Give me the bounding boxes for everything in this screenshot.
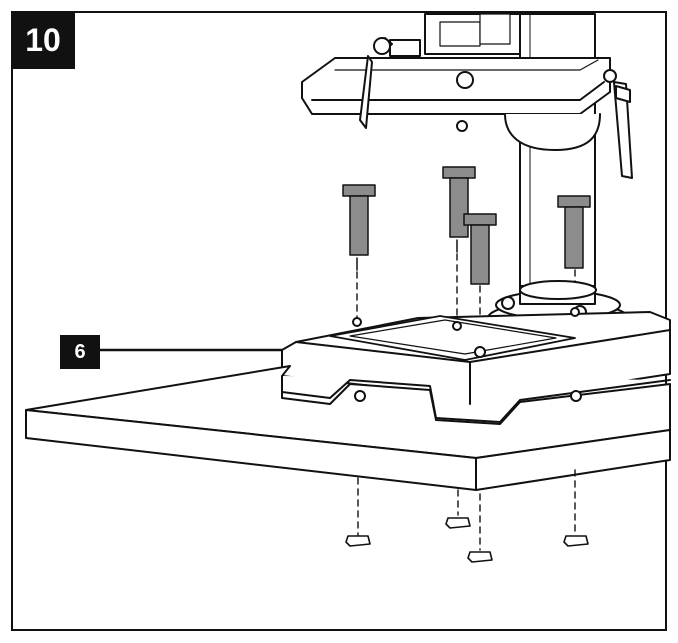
part-callout-label: 6: [60, 335, 100, 369]
mounting-board: [25, 365, 671, 491]
hex-bolt-3: [463, 213, 497, 285]
hex-nut-3: [467, 551, 493, 563]
hex-nut-4: [563, 535, 589, 547]
hex-nut-1: [345, 535, 371, 547]
step-number-badge: 10: [11, 11, 75, 69]
drill-base: [281, 307, 671, 423]
hex-bolt-2: [442, 166, 476, 253]
table-lock-handle-left: [359, 37, 393, 129]
worktable: [301, 13, 617, 151]
table-lock-handle-right: [613, 81, 633, 179]
hex-bolt-4: [557, 195, 591, 269]
hex-nut-2: [445, 517, 471, 529]
board-guide-lines: [357, 469, 576, 551]
hex-bolt-1: [342, 184, 376, 271]
